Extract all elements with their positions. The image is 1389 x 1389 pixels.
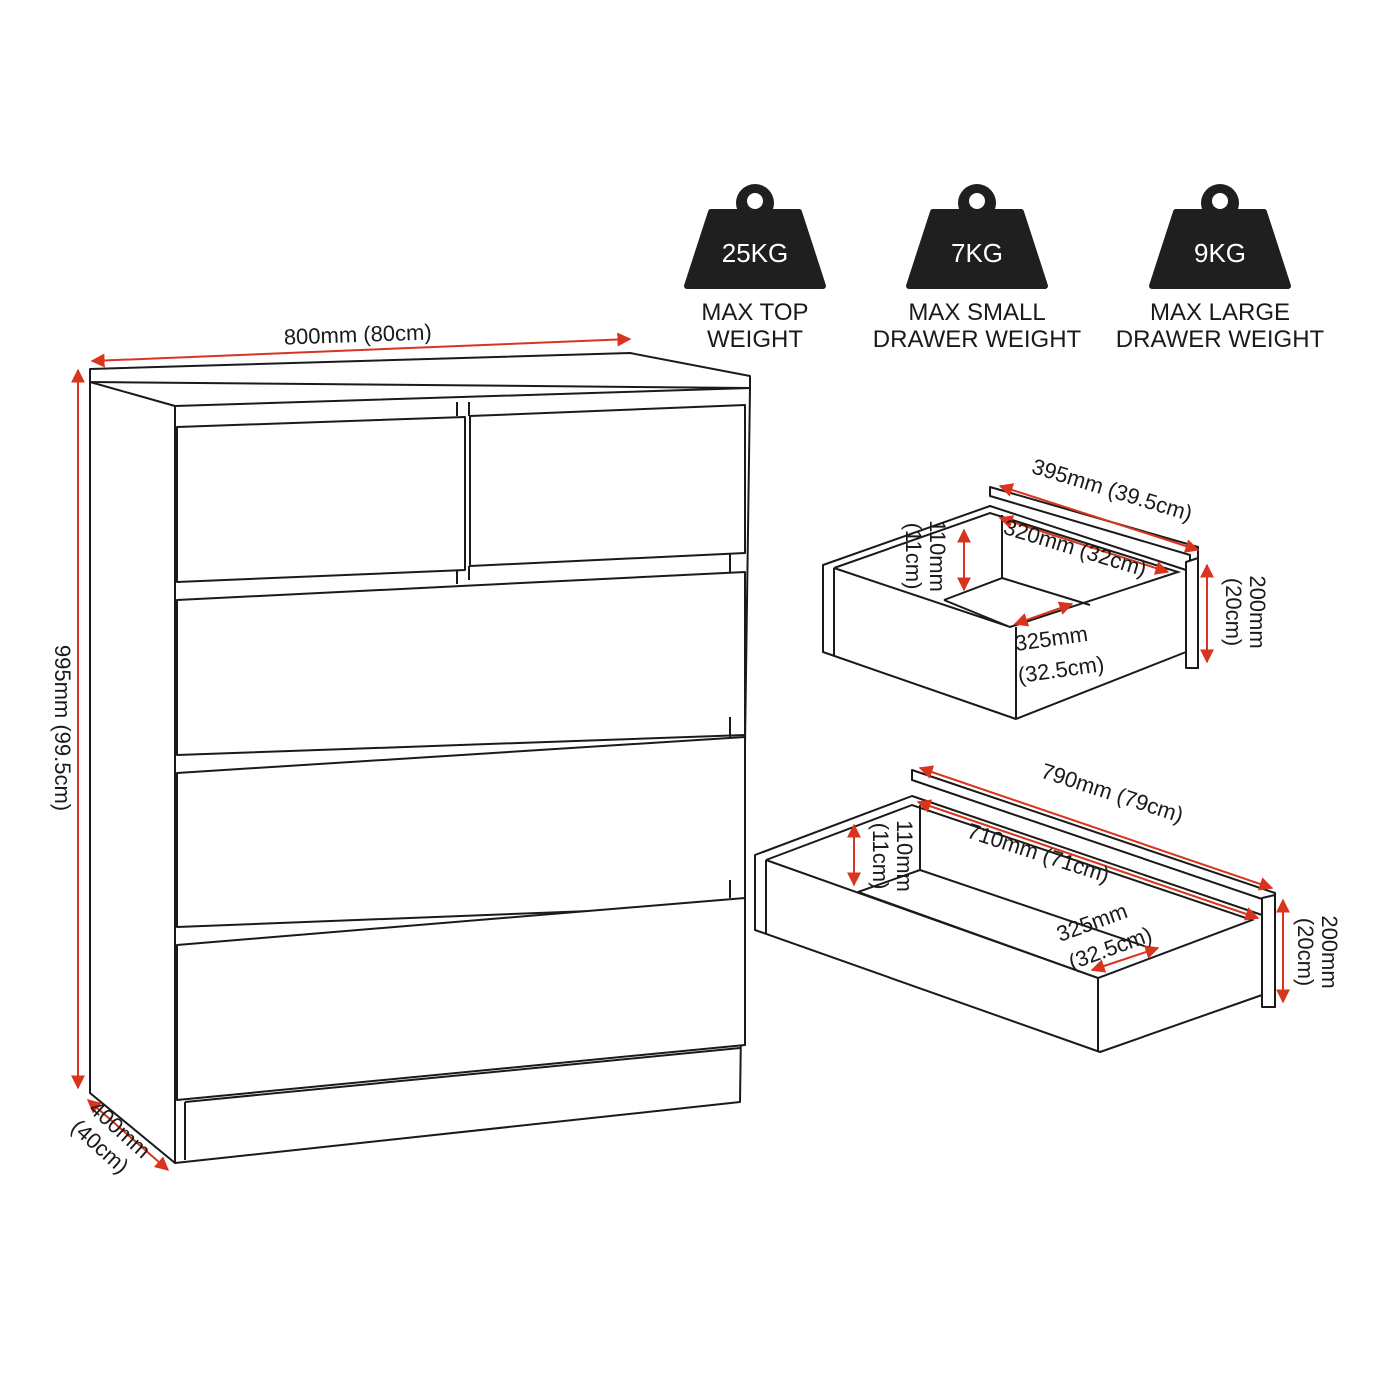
dim-line-chest-depth	[86, 1099, 170, 1171]
weight-value: 9KG	[1194, 238, 1246, 268]
chest-side-panel	[89, 381, 176, 1164]
drawer-gap-lines	[456, 402, 731, 898]
dim-label-large-inner-height-line1: 110mm	[892, 820, 917, 892]
dim-label-small-inner-height-line1: 110mm	[925, 520, 950, 592]
weight-badge-small-drawer: 7KG MAX SMALL DRAWER WEIGHT	[873, 184, 1082, 353]
dim-label-chest-height: 995mm (99.5cm)	[50, 645, 75, 811]
large-drawer-front-plate-side	[1261, 894, 1276, 1008]
weight-caption-line1: MAX TOP	[701, 299, 808, 326]
chest-top	[89, 352, 751, 389]
chest-of-drawers: 800mm (80cm) 995mm (99.5cm) 400mm (40cm)	[50, 319, 751, 1179]
weight-caption-line2: WEIGHT	[707, 326, 803, 353]
weight-icon	[1149, 184, 1291, 289]
large-drawer-box	[754, 795, 1263, 1053]
dim-label-small-front-height-line1: 200mm	[1245, 575, 1270, 648]
dim-label-large-front-height-line1: 200mm	[1317, 915, 1342, 988]
chest-plinth	[184, 1047, 741, 1160]
drawer-front-2	[176, 571, 746, 756]
dim-line-small-inner-width	[998, 515, 1170, 575]
dim-label-large-inner-height-line2: (11cm)	[868, 823, 893, 890]
weight-value: 25KG	[722, 238, 789, 268]
dim-line-small-depth	[1013, 601, 1074, 627]
dim-label-large-outer-width: 790mm (79cm)	[1038, 758, 1186, 827]
small-drawer-box-edges	[833, 568, 1017, 719]
dim-label-large-front-height-line2: (20cm)	[1293, 918, 1318, 986]
large-drawer-box-edges	[765, 860, 1099, 1052]
large-drawer: 790mm (79cm) 710mm (71cm) 110mm (11cm) 3…	[754, 758, 1342, 1053]
dim-line-large-inner-width	[916, 799, 1260, 921]
dim-label-chest-width: 800mm (80cm)	[283, 319, 432, 349]
small-drawer-inner	[833, 511, 1182, 629]
weight-caption-line2: DRAWER WEIGHT	[1116, 326, 1325, 353]
dim-line-large-depth	[1090, 945, 1160, 973]
small-drawer: 395mm (39.5cm) 320mm (32cm) 110mm (11cm)…	[822, 454, 1270, 720]
dim-label-small-inner-height-line2: (11cm)	[901, 523, 926, 590]
drawer-front-top-left	[176, 416, 466, 583]
weight-icon	[684, 184, 826, 289]
weight-icon	[906, 184, 1048, 289]
drawer-front-top-right	[469, 404, 746, 567]
weight-caption-line2: DRAWER WEIGHT	[873, 326, 1082, 353]
weight-badge-top: 25KG MAX TOP WEIGHT	[684, 184, 826, 353]
weight-caption-line1: MAX LARGE	[1150, 299, 1290, 326]
dim-line-chest-width	[90, 332, 632, 368]
weight-value: 7KG	[951, 238, 1003, 268]
weight-caption-line1: MAX SMALL	[908, 299, 1045, 326]
dim-label-small-front-height-line2: (20cm)	[1221, 578, 1246, 646]
small-drawer-front-plate-side	[1185, 557, 1199, 669]
weight-badge-large-drawer: 9KG MAX LARGE DRAWER WEIGHT	[1116, 184, 1325, 353]
drawer-front-4	[176, 897, 746, 1101]
